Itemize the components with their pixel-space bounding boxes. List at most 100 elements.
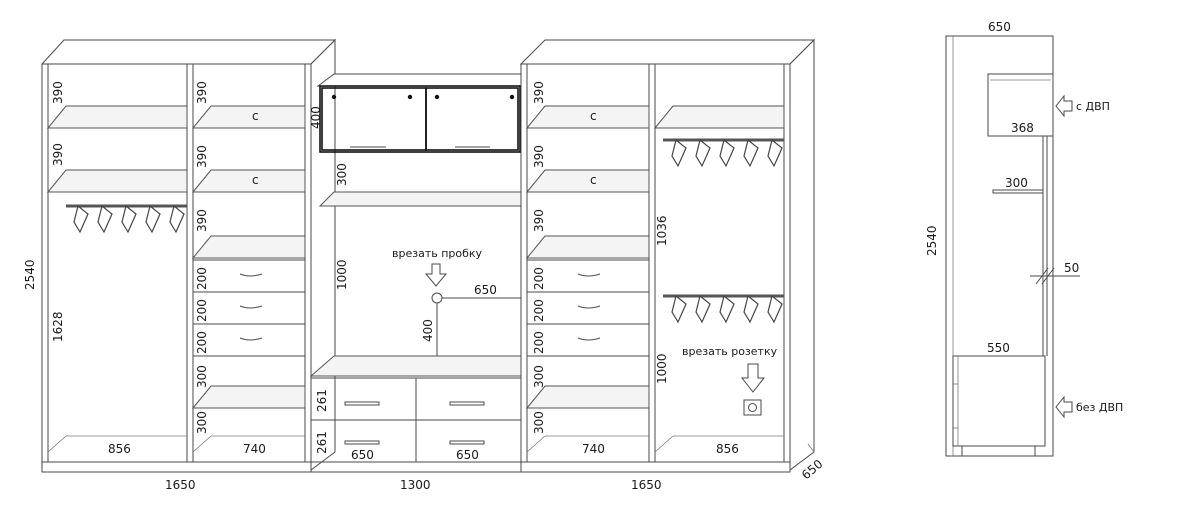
gap-slash-2 [1041, 267, 1055, 285]
right-l-shelf-1 [525, 105, 650, 129]
shelf-label-c: с [252, 173, 259, 187]
dim-center-400-offset: 400 [421, 319, 435, 342]
dim-side-368: 368 [1011, 121, 1034, 135]
hinge-icon [331, 94, 337, 100]
drawer-handle-icon [577, 305, 601, 309]
dim-center-300: 300 [335, 163, 349, 186]
hinge-icon [509, 94, 515, 100]
right-l-shelf-4 [525, 385, 650, 409]
drawer-handle-icon [577, 337, 601, 341]
left-r-shelf-4 [191, 385, 306, 409]
dim-right-1036: 1036 [655, 215, 669, 246]
center-drawer-2[interactable] [415, 377, 522, 421]
dim-right-200-b: 200 [532, 299, 546, 322]
left-wardrobe [40, 38, 337, 473]
dim-left-390-b: 390 [51, 143, 65, 166]
left-shelf-2 [46, 169, 188, 193]
left-shelf-1 [46, 105, 188, 129]
right-r-shelf-1 [653, 105, 785, 129]
dim-right-200-a: 200 [532, 267, 546, 290]
depth-tick [807, 443, 815, 453]
dim-left-740: 740 [243, 442, 266, 456]
hinge-icon [407, 94, 413, 100]
dim-right-390-a: 390 [532, 81, 546, 104]
right-floor-edge-2 [654, 435, 674, 453]
socket-face-icon [748, 403, 757, 412]
center-tv-shelf [309, 355, 522, 377]
drawer-handle-icon [344, 401, 380, 406]
dim-center-650-offset: 650 [474, 283, 497, 297]
right-hangers-upper [671, 138, 783, 168]
drawer-handle-icon [449, 401, 485, 406]
dim-left-2540: 2540 [23, 259, 37, 290]
dim-center-650-b: 650 [456, 448, 479, 462]
side-top-unit [987, 73, 1054, 137]
drawer-handle-icon [239, 305, 263, 309]
left-hangers [73, 204, 185, 234]
drawer-handle-icon [239, 337, 263, 341]
dim-center-1300: 1300 [400, 478, 431, 492]
side-view [945, 35, 1080, 457]
dim-side-2540: 2540 [925, 225, 939, 256]
drawer-handle-icon [344, 440, 380, 445]
right-wardrobe [519, 38, 816, 473]
center-top [316, 73, 522, 87]
dim-side-650: 650 [988, 20, 1011, 34]
side-top-note: с ДВП [1076, 100, 1110, 113]
dim-right-390-b: 390 [532, 145, 546, 168]
right-hangers-lower [671, 294, 783, 324]
hinge-icon [434, 94, 440, 100]
center-shelf [318, 191, 522, 207]
dim-right-390-c: 390 [532, 209, 546, 232]
right-divider [648, 63, 656, 463]
side-outline [945, 35, 1054, 457]
dim-left-r-390-b: 390 [195, 145, 209, 168]
dim-right-856: 856 [716, 442, 739, 456]
dim-left-r-390-c: 390 [195, 209, 209, 232]
dim-left-r-200-a: 200 [195, 267, 209, 290]
right-l-shelf-2 [525, 169, 650, 193]
right-top-slab [519, 39, 816, 65]
arrow-down-icon [424, 263, 448, 287]
dim-center-261-a: 261 [315, 389, 329, 412]
drawer-handle-icon [449, 440, 485, 445]
left-divider [186, 63, 194, 463]
dim-left-390-a: 390 [51, 81, 65, 104]
upper-cabinet [319, 85, 521, 153]
arrow-left-icon [1055, 395, 1073, 419]
arrow-down-icon [740, 363, 766, 393]
dim-right-740: 740 [582, 442, 605, 456]
shelf-label-c: с [590, 109, 597, 123]
right-side-panel [789, 38, 815, 471]
side-bottom-note: без ДВП [1076, 401, 1123, 414]
dim-right-1000: 1000 [655, 353, 669, 384]
dim-center-650-a: 650 [351, 448, 374, 462]
dim-left-r-390-a: 390 [195, 81, 209, 104]
left-floor-edge [47, 435, 67, 453]
dim-left-1628: 1628 [51, 311, 65, 342]
dim-right-300-a: 300 [532, 365, 546, 388]
dim-right-1650: 1650 [631, 478, 662, 492]
arrow-left-icon [1055, 94, 1073, 118]
dim-right-300-b: 300 [532, 411, 546, 434]
drawer-handle-icon [239, 273, 263, 277]
socket-icon [743, 399, 762, 416]
center-section [309, 68, 522, 473]
side-shelf [992, 189, 1044, 194]
dim-center-261-b: 261 [315, 431, 329, 454]
drawer-handle-icon [577, 273, 601, 277]
dim-right-200-c: 200 [532, 331, 546, 354]
left-drawer-3[interactable] [192, 323, 306, 357]
left-r-shelf-2 [191, 169, 306, 193]
right-drawer-3[interactable] [526, 323, 650, 357]
left-r-shelf-3 [191, 235, 306, 259]
dim-left-r-200-c: 200 [195, 331, 209, 354]
shelf-label-c: с [252, 109, 259, 123]
dim-left-1650: 1650 [165, 478, 196, 492]
cork-note: врезать пробку [392, 247, 483, 260]
right-floor-edge [526, 435, 546, 453]
dimension-labels: 390 390 1628 390 390 390 200 200 200 300… [23, 20, 1123, 492]
upper-cabinet-door-right[interactable] [425, 87, 519, 151]
socket-note: врезать розетку [682, 345, 778, 358]
